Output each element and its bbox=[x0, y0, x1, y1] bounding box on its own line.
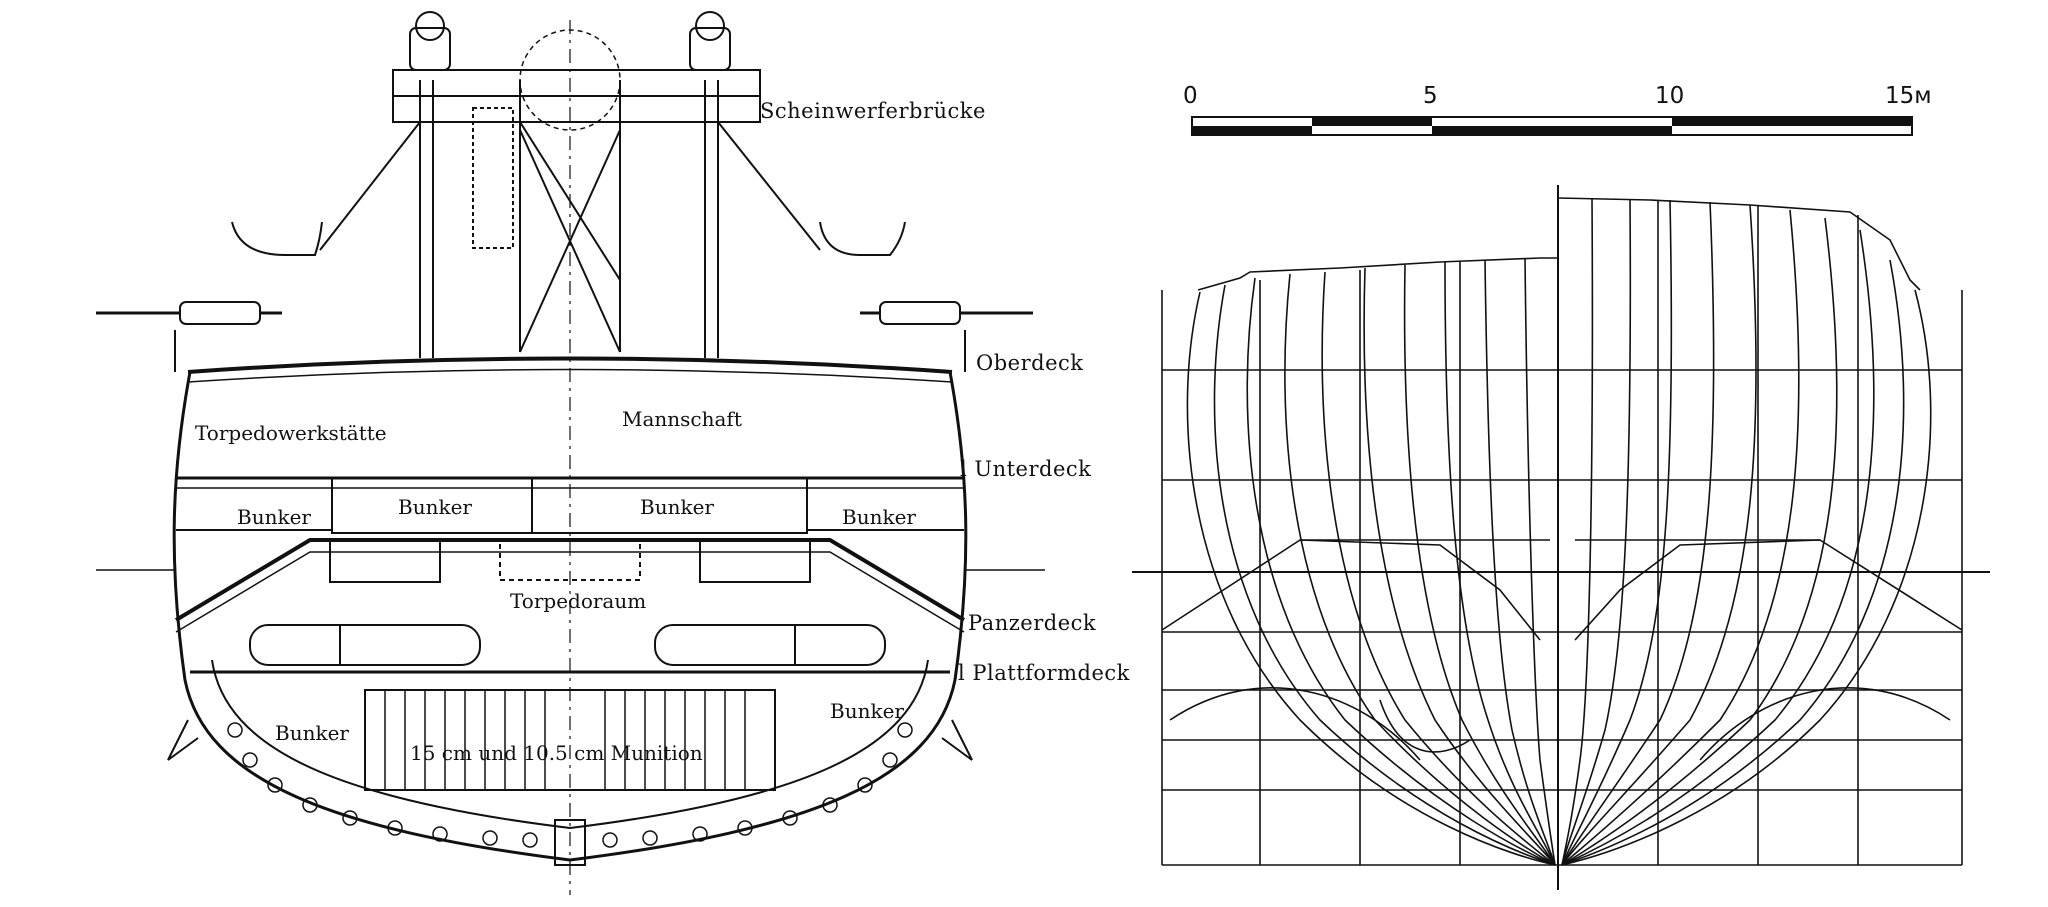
label-mannschaft: Mannschaft bbox=[622, 407, 742, 431]
label-torpedowerkstatte: Torpedowerkstätte bbox=[195, 421, 387, 445]
scale-tick-15m: 15м bbox=[1885, 83, 1932, 109]
label-scheinwerferbrucke: Scheinwerferbrücke bbox=[760, 99, 986, 123]
body-plan-drawing bbox=[1132, 185, 1990, 890]
scale-tick-10: 10 bbox=[1655, 83, 1684, 109]
label-unterdeck: l Unterdeck bbox=[960, 457, 1091, 481]
scale-tick-0: 0 bbox=[1183, 83, 1198, 109]
label-torpedoraum: Torpedoraum bbox=[510, 589, 646, 613]
label-bunker-5: Bunker bbox=[275, 721, 349, 745]
label-oberdeck: Oberdeck bbox=[976, 351, 1083, 375]
cross-section-labels: Scheinwerferbrücke Oberdeck l Unterdeck … bbox=[195, 99, 1130, 765]
label-plattformdeck: l Plattformdeck bbox=[958, 661, 1130, 685]
label-bunker-1: Bunker bbox=[237, 505, 311, 529]
cross-section-drawing bbox=[96, 11, 1045, 895]
label-panzerdeck: Panzerdeck bbox=[968, 611, 1096, 635]
scale-bar: 0 5 10 15м bbox=[1183, 83, 1932, 136]
label-munition: 15 cm und 10.5 cm Munition bbox=[410, 741, 703, 765]
label-bunker-6: Bunker bbox=[830, 699, 904, 723]
label-bunker-4: Bunker bbox=[842, 505, 916, 529]
scale-tick-5: 5 bbox=[1423, 83, 1438, 109]
label-bunker-3: Bunker bbox=[640, 495, 714, 519]
label-bunker-2: Bunker bbox=[398, 495, 472, 519]
